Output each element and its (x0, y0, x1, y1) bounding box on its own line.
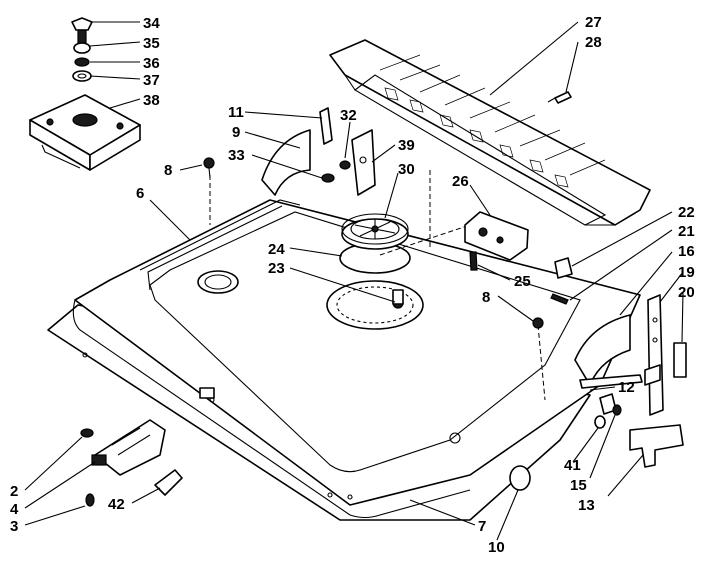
screw-33 (321, 173, 335, 183)
callout-8-right: 8 (482, 289, 490, 306)
left-hinge-bracket (261, 129, 311, 196)
callout-7: 7 (478, 518, 486, 535)
callout-6: 6 (136, 185, 144, 202)
screw-25 (469, 251, 478, 271)
callout-33: 33 (228, 147, 245, 164)
callout-19: 19 (678, 264, 695, 281)
callout-22: 22 (678, 204, 695, 221)
callout-28: 28 (585, 34, 602, 51)
callout-42: 42 (108, 496, 125, 513)
left-vent-opening (197, 270, 239, 294)
callout-23: 23 (268, 260, 285, 277)
spring-20 (673, 342, 687, 378)
washer-2 (80, 428, 94, 438)
bracket-42 (154, 469, 183, 496)
foot-10 (509, 465, 531, 491)
callout-4: 4 (10, 501, 19, 518)
cooktop-main-top (47, 199, 641, 521)
ignitor-bracket (91, 419, 166, 476)
callout-25: 25 (514, 273, 531, 290)
callout-27: 27 (585, 14, 602, 31)
nut-32 (339, 160, 351, 170)
callout-32: 32 (340, 107, 357, 124)
callout-13: 13 (578, 497, 595, 514)
callout-11: 11 (228, 104, 244, 121)
rear-vent-trim (329, 39, 651, 226)
callout-26: 26 (452, 173, 469, 190)
vent-screw (547, 91, 572, 104)
callout-labels: 34 35 36 37 38 27 28 11 32 9 39 33 30 8 … (10, 14, 695, 556)
callout-24: 24 (268, 241, 285, 258)
right-hinge-bracket (574, 314, 631, 386)
screw-3 (85, 493, 95, 507)
screw-8-right (532, 317, 544, 329)
callout-12: 12 (618, 379, 635, 396)
screw-8-top (203, 157, 215, 179)
hinge-rod-12 (579, 374, 643, 415)
callout-9: 9 (232, 124, 240, 141)
callout-2: 2 (10, 483, 18, 500)
callout-3: 3 (10, 518, 18, 535)
callout-10: 10 (488, 539, 505, 556)
callout-16: 16 (678, 243, 695, 260)
bracket-13 (629, 424, 684, 468)
knob-stack (71, 17, 93, 82)
callout-38: 38 (143, 92, 160, 109)
callout-39: 39 (398, 137, 415, 154)
callout-36: 36 (143, 55, 160, 72)
callout-34: 34 (143, 15, 160, 32)
callout-41: 41 (564, 457, 581, 474)
callout-21: 21 (678, 223, 695, 240)
callout-8-top: 8 (164, 162, 172, 179)
callout-35: 35 (143, 35, 160, 52)
burner-assembly (339, 213, 411, 274)
clip-22 (554, 257, 573, 279)
bracket-26 (464, 211, 529, 261)
callout-37: 37 (143, 72, 160, 89)
center-burner-well (326, 280, 424, 330)
callout-30: 30 (398, 161, 415, 178)
parts-41-15 (594, 404, 622, 429)
screw-21 (550, 293, 569, 305)
callout-20: 20 (678, 284, 695, 301)
bracket-19 (644, 294, 664, 416)
switch-housing (29, 94, 141, 171)
bracket-39 (351, 129, 376, 196)
callout-15: 15 (570, 477, 587, 494)
leader-lines (24, 21, 684, 541)
clip-part-11 (319, 107, 333, 145)
